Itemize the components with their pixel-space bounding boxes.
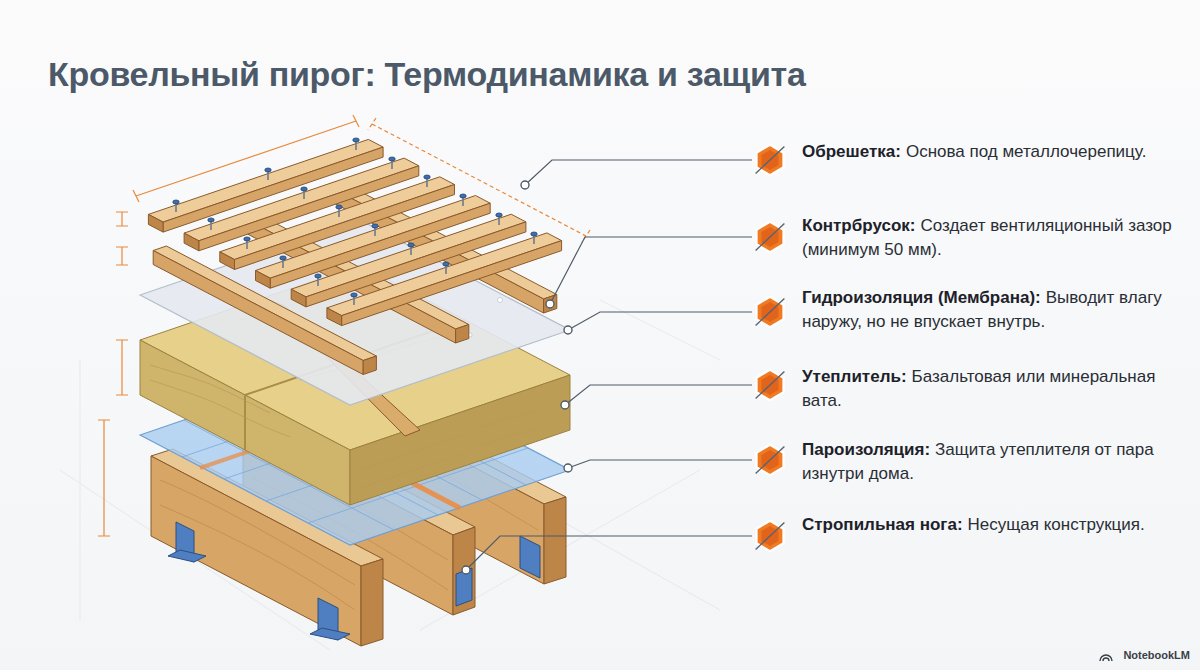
callout-heading: Утеплитель: <box>802 367 907 386</box>
screw <box>408 243 414 255</box>
screw <box>208 218 214 230</box>
screw <box>372 224 378 236</box>
counter-batten-end <box>363 356 376 375</box>
leader-dot <box>564 326 572 334</box>
callout-icons <box>756 145 785 552</box>
screw <box>496 213 502 225</box>
diagram-title: Кровельный пирог: Термодинамика и защита <box>48 54 806 94</box>
callout-text: Гидроизоляция (Мембрана):Выводит влагу н… <box>802 286 1174 334</box>
screw <box>315 274 321 286</box>
rafter-end <box>361 559 383 646</box>
dimension-bracket <box>116 212 128 226</box>
leader-line <box>568 312 752 330</box>
bracket-tab <box>168 550 206 562</box>
counter-batten-end <box>456 325 469 344</box>
screw <box>389 157 395 169</box>
screw <box>336 205 342 217</box>
screw <box>351 293 357 305</box>
dimension-bracket <box>368 118 590 242</box>
watermark-text: NotebookLM <box>1123 649 1190 661</box>
screw <box>173 200 179 212</box>
fiber-line <box>150 365 270 413</box>
dimension-bracket <box>98 420 110 536</box>
bracket-tab <box>310 628 350 640</box>
dimension-lines <box>98 115 590 536</box>
fiber-line <box>360 428 540 488</box>
hex-icon <box>756 370 785 401</box>
callout-heading: Гидроизоляция (Мембрана): <box>802 288 1041 307</box>
hex-icon <box>756 145 785 176</box>
leader-dot <box>564 464 572 472</box>
batten-side <box>342 241 562 326</box>
callout-heading: Стропильная нога: <box>802 515 963 534</box>
grid-line <box>80 360 81 620</box>
screw <box>353 138 359 150</box>
fiber-line <box>150 380 290 437</box>
bracket <box>520 536 540 578</box>
leader-line <box>565 385 752 405</box>
logo-arc <box>1103 658 1109 661</box>
insulation-side <box>350 375 570 505</box>
batten-end <box>220 252 235 270</box>
callout-text: Стропильная нога: Несущая конструкция. <box>802 513 1174 537</box>
hex-icon <box>756 222 785 253</box>
batten-end <box>184 233 199 251</box>
dimension-bracket <box>133 115 359 202</box>
grid-line <box>560 520 720 610</box>
hex-icon <box>756 445 785 476</box>
callout-heading: Пароизоляция: <box>802 440 930 459</box>
screw <box>460 194 466 206</box>
callout-text: Утеплитель:Базальтовая или минеральная в… <box>802 365 1174 413</box>
leader-dot <box>561 401 569 409</box>
rafter-end <box>544 497 566 584</box>
screw <box>301 187 307 199</box>
callout-body: Основа под металлочерепицу. <box>906 142 1146 161</box>
screw <box>443 262 449 274</box>
battens <box>148 139 561 325</box>
fiber-line <box>360 410 540 470</box>
batten-end <box>327 308 342 326</box>
batten-end <box>291 289 306 307</box>
batten-end <box>148 214 163 232</box>
counter-batten-end <box>544 295 557 314</box>
logo-arc <box>1100 655 1112 661</box>
callout-heading: Обрешетка: <box>802 142 901 161</box>
leader-lines <box>466 160 752 570</box>
leader-line <box>466 536 752 570</box>
watermark-icon <box>1100 655 1112 661</box>
leader-line <box>525 160 752 185</box>
callout-text: Обрешетка: Основа под металлочерепицу. <box>802 140 1174 164</box>
screw <box>424 175 430 187</box>
callout-body: Несущая конструкция. <box>968 515 1145 534</box>
drop <box>498 298 503 303</box>
screw <box>265 168 271 180</box>
batt-seam <box>244 395 246 450</box>
leader-dot <box>546 300 554 308</box>
leader-line <box>568 460 752 468</box>
dimension-bracket <box>116 247 128 265</box>
screw <box>280 256 286 268</box>
hex-icon <box>756 521 785 552</box>
screw <box>531 232 537 244</box>
screws <box>173 138 537 305</box>
grid-line <box>600 300 720 360</box>
screw <box>244 237 250 249</box>
callout-heading: Контрбрусок: <box>802 216 915 235</box>
callout-text: Пароизоляция:Защита утеплителя от пара и… <box>802 438 1174 486</box>
hex-icon <box>756 297 785 328</box>
batten-top <box>327 233 562 316</box>
leader-line <box>550 237 752 304</box>
rafter-end <box>453 527 475 615</box>
callout-text: Контрбрусок:Создает вентиляционный зазор… <box>802 214 1174 262</box>
leader-dots <box>462 181 572 574</box>
dimension-bracket <box>116 340 128 395</box>
watermark: NotebookLM <box>1123 648 1190 662</box>
batten-end <box>256 271 271 289</box>
leader-dot <box>462 566 470 574</box>
leader-dot <box>521 181 529 189</box>
